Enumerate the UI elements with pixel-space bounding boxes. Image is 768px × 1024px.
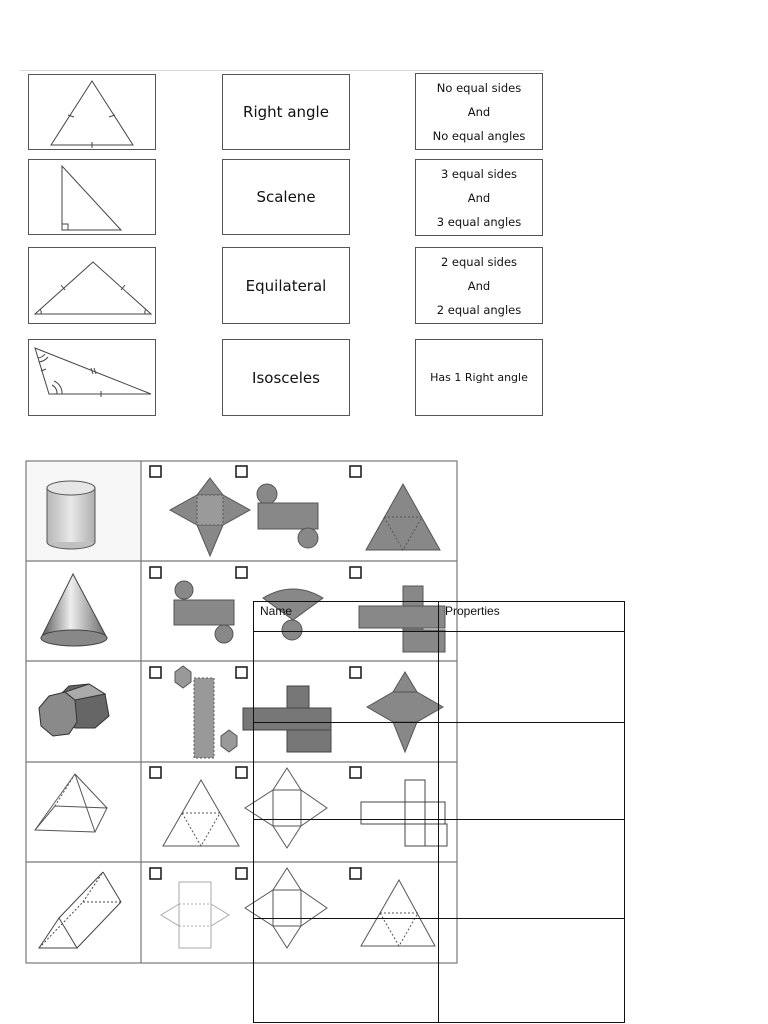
star-net-icon [168,477,252,558]
triangle-name-card[interactable]: Right angle [222,74,350,150]
cylinder-net-icon [256,483,319,549]
triangle-name-label: Equilateral [245,276,327,295]
scalene-triangle-icon [34,347,152,397]
checkbox[interactable] [349,766,362,779]
checkbox[interactable] [349,867,362,880]
checkbox[interactable] [149,766,162,779]
property-line: 3 equal sides [440,166,518,181]
square-pyramid-icon [33,773,108,833]
solids-nets-table [25,460,458,965]
triangle-picture-right[interactable] [28,159,156,235]
triangle-name-card[interactable]: Equilateral [222,247,350,324]
triangle-name-label: Isosceles [252,368,320,387]
triangle-net-icon [360,878,436,948]
property-line: Has 1 Right angle [430,370,528,384]
triangle-net-icon [365,482,441,552]
octagonal-prism-icon [38,683,110,737]
checkbox[interactable] [349,666,362,679]
checkbox[interactable] [149,666,162,679]
cross-net-icon [242,685,332,753]
solids-nets-grid [25,460,458,964]
cylinder-net-icon [173,580,235,644]
star-net-icon [365,671,445,754]
triangle-name-card[interactable]: Isosceles [222,339,350,416]
triangle-name-label: Right angle [243,103,329,121]
checkbox[interactable] [235,666,248,679]
cone-net-icon [262,588,324,641]
checkbox[interactable] [149,465,162,478]
checkbox[interactable] [349,465,362,478]
triangle-net-icon [162,778,240,848]
property-line: And [467,104,491,119]
name-properties-grid [253,601,625,1023]
checkbox[interactable] [149,566,162,579]
checkbox[interactable] [349,566,362,579]
property-line: 2 equal angles [436,302,522,317]
right-triangle-icon [61,164,123,231]
cross-net-icon [358,585,446,653]
star-net-icon [244,867,328,949]
property-line: 2 equal sides [440,254,518,269]
grid-lines [25,460,458,964]
star-net-icon [244,767,328,849]
triangle-property-card[interactable]: 3 equal sides And 3 equal angles [415,159,543,236]
triangular-prism-icon [38,871,122,949]
property-line: And [467,190,491,205]
cross-net-icon [360,779,448,847]
isosceles-triangle-icon [33,261,153,315]
checkbox[interactable] [235,465,248,478]
equilateral-triangle-icon [50,80,134,148]
top-divider [20,70,544,71]
triangle-name-label: Scalene [256,188,316,206]
properties-column-header: Properties [445,604,500,618]
checkbox[interactable] [149,867,162,880]
triangle-property-card[interactable]: Has 1 Right angle [415,339,543,416]
checkbox[interactable] [235,766,248,779]
cylinder-icon [46,480,96,550]
triangle-picture-equilateral[interactable] [28,74,156,150]
triangle-property-card[interactable]: 2 equal sides And 2 equal angles [415,247,543,324]
triangle-picture-isosceles[interactable] [28,247,156,324]
octagon-prism-net-icon [174,665,238,759]
prism-net-icon [160,881,230,949]
name-column-header: Name [260,604,293,618]
property-line: 3 equal angles [436,214,522,229]
triangle-property-card[interactable]: No equal sides And No equal angles [415,73,543,150]
triangle-picture-scalene[interactable] [28,339,156,416]
property-line: No equal sides [436,80,522,95]
checkbox[interactable] [235,566,248,579]
property-line: No equal angles [432,128,526,143]
cone-icon [40,572,108,647]
property-line: And [467,278,491,293]
checkbox[interactable] [235,867,248,880]
triangle-name-card[interactable]: Scalene [222,159,350,235]
